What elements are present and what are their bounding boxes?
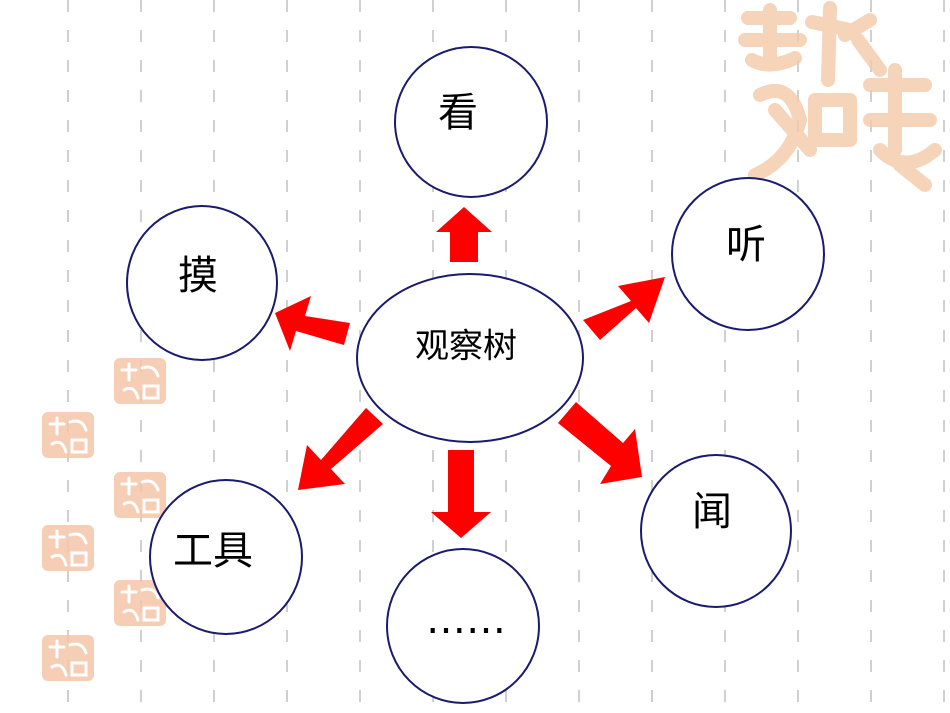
node-bottom-label: …… xyxy=(426,597,506,643)
node-right-label: 听 xyxy=(726,222,766,268)
seal-stamp xyxy=(42,635,94,681)
arrow-right xyxy=(583,277,665,340)
node-bottom: …… xyxy=(386,548,540,704)
arrow-down-left xyxy=(298,408,383,490)
seal-stamp xyxy=(42,525,94,571)
arrow-left xyxy=(275,296,350,351)
node-bottom-right-label: 闻 xyxy=(692,489,732,535)
seal-stamps xyxy=(42,358,166,681)
node-center: 观察树 xyxy=(356,273,584,443)
node-bottom-left: 工具 xyxy=(149,479,303,635)
arrow-down xyxy=(431,450,491,538)
seal-stamp xyxy=(114,580,166,626)
seal-stamp xyxy=(42,412,94,458)
node-center-label: 观察树 xyxy=(415,327,517,367)
node-left: 摸 xyxy=(126,205,278,361)
arrow-down-right xyxy=(558,402,642,484)
node-left-label: 摸 xyxy=(178,253,218,299)
watermark-logo xyxy=(738,1,942,192)
seal-stamp xyxy=(114,472,166,518)
arrows xyxy=(275,207,665,538)
node-bottom-right: 闻 xyxy=(640,454,792,608)
seal-stamp xyxy=(114,358,166,404)
node-right: 听 xyxy=(671,177,825,331)
arrow-up xyxy=(436,207,492,262)
node-top-label: 看 xyxy=(438,90,478,136)
node-bottom-left-label: 工具 xyxy=(173,528,253,574)
node-top: 看 xyxy=(394,46,548,198)
